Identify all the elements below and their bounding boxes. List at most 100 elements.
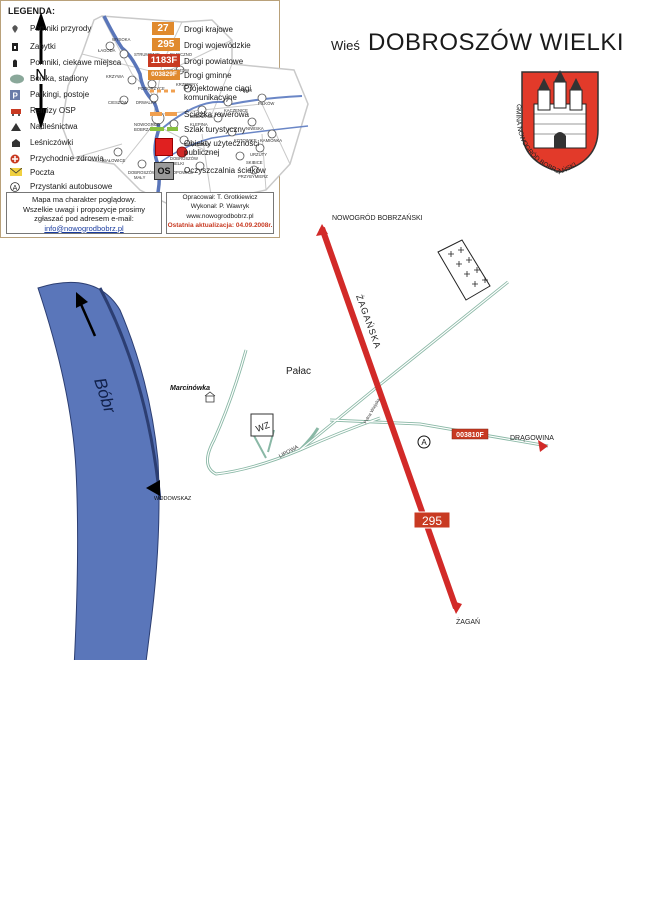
svg-text:DOBROSZÓW: DOBROSZÓW [170,156,198,161]
road-295-badge: 295 [422,514,442,528]
legend-item-fire-stations: Remizy OSP [10,106,76,116]
gauge-label: WODOWSKAZ [154,496,192,502]
coat-of-arms: GMINA NOWOGRÓD BOBRZAŃSKI [514,70,599,176]
legend-item-post: Poczta [9,167,54,178]
svg-text:A: A [13,185,18,192]
memorial-icon [10,58,22,68]
svg-text:KRZYWA: KRZYWA [106,74,124,79]
dest-south: ŻAGAŃ [456,617,480,626]
legend-item-clinics: Przychodnie zdrowia [10,154,104,164]
main-road-295 [319,227,459,609]
svg-text:URZUTY: URZUTY [250,152,267,157]
legend-item-parking: P Parkingi, postoje [10,90,89,101]
svg-text:KLEPINA: KLEPINA [190,122,208,127]
post-office-icon [9,167,23,178]
svg-text:PIŁKÓW: PIŁKÓW [258,101,274,106]
svg-text:SKIBICE: SKIBICE [246,160,263,165]
svg-text:PEŁKI: PEŁKI [240,88,252,93]
credits-box: Opracował: T. Grotkiewicz Wykonał: P. Wa… [166,192,274,234]
fire-station-icon [10,106,22,116]
road-003810F-badge: 003810F [456,432,484,439]
legend-item-memorials: Pomniki, ciekawe miejsca [10,58,121,67]
svg-text:STRUMIENIE: STRUMIENIE [134,52,160,57]
badge-municipal-road: 003829F [148,70,180,80]
legend-bike-path: Ścieżka rowerowa [184,110,249,119]
svg-text:BIAŁOWICE: BIAŁOWICE [102,158,125,163]
public-building-swatch [155,138,173,156]
legend-planned-roads: Projektowane ciągi komunikacyjne [184,84,252,102]
street-zaganska: ŻAGAŃSKA [354,293,383,350]
legend-county-roads: Drogi powiatowe [184,57,244,66]
svg-text:POGORZYCE: POGORZYCE [138,86,165,91]
svg-text:KAMIONKA: KAMIONKA [260,138,282,143]
svg-text:WYSOKA: WYSOKA [112,37,131,42]
bike-path-line [150,112,178,116]
legend-item-forestry: Nadleśnictwa [10,122,78,131]
svg-text:KACZENICE: KACZENICE [224,108,248,113]
legend-title: LEGENDA: [8,6,55,16]
compass-arrow-icon: N [32,12,50,130]
svg-text:NIWISKA: NIWISKA [246,126,264,131]
svg-text:DRWALKA: DRWALKA [136,100,157,105]
river-bobr [37,281,160,660]
svg-text:BOBRZYCE: BOBRZYCE [190,114,213,119]
legend-municipal-roads: Drogi gminne [184,71,232,80]
svg-text:BOBRZAŃSKI: BOBRZAŃSKI [134,127,161,132]
legend-item-stadiums: Boiska, stadiony [10,74,88,84]
forester-lodge-icon [10,138,22,148]
palace-label: Pałac [286,366,311,377]
legend-item-forester-lodges: Leśniczówki [10,138,73,147]
tree-icon [10,24,22,34]
svg-text:PAJĘCZNO: PAJĘCZNO [170,52,193,57]
flow-arrow-icon [78,301,97,337]
forestry-office-icon [10,122,22,132]
legend-item-trees: Pomniki przyrody [10,24,91,33]
dest-east: DRĄGOWINA [510,435,554,442]
east-road-arrow-icon [538,440,548,452]
village-prefix: Wieś [331,38,360,53]
svg-text:WIELKI: WIELKI [170,161,184,166]
planned-roads-line [150,89,178,93]
svg-text:POPOWICE: POPOWICE [170,170,193,175]
email-link[interactable]: info@nowogrodbobrz.pl [44,223,124,233]
cemetery-area [437,239,491,301]
stadium-icon [10,74,24,84]
svg-text:DOBROSZÓW: DOBROSZÓW [128,170,156,175]
legend-national-roads: Drogi krajowe [184,25,233,34]
svg-text:PRZYBYMIERZ: PRZYBYMIERZ [238,174,268,179]
legend-public-buildings: Obiekty użyteczności publicznej [184,139,260,157]
inset-label: ŁAGODA [98,48,116,53]
wz-label: WZ [254,420,271,434]
badge-county-road: 1183F [148,54,180,67]
marcinowka-label: Marcinówka [170,385,210,392]
badge-voivodeship-road: 295 [152,38,180,51]
page-title: DOBROSZÓW WIELKI [368,29,625,56]
legend-sewage-plant: Oczyszczalnia ścieków [184,166,266,175]
water-gauge-marker-icon [146,480,160,496]
current-location-marker [176,146,188,158]
bus-stop-symbol: A [421,438,427,447]
parking-icon: P [10,90,22,101]
svg-text:KRZEWINY: KRZEWINY [176,82,198,87]
bus-stop-icon: A [10,182,22,192]
tourist-trail-line [150,127,178,131]
badge-national-road: 27 [152,22,174,35]
house-icon [204,391,216,403]
svg-text:P: P [13,92,19,101]
badge-sewage-plant: OS [154,162,174,180]
svg-text:DRĄGOWINA: DRĄGOWINA [184,142,210,147]
svg-text:NOWOGRÓD: NOWOGRÓD [134,122,160,127]
legend-tourist-trail: Szlak turystyczny [184,125,246,134]
legend-item-bus-stops: A Przystanki autobusowe [10,182,112,192]
svg-text:CIESZÓW: CIESZÓW [108,100,128,105]
website-link[interactable]: www.nowogrodbobrz.pl [186,213,254,220]
disclaimer-note: Mapa ma charakter poglądowy. Wszelkie uw… [6,192,162,234]
monument-icon [10,42,22,52]
svg-text:KOTOWICE: KOTOWICE [234,138,257,143]
health-clinic-icon [10,154,22,164]
bus-stop-icon [417,435,431,449]
legend-item-monuments: Zabytki [10,42,56,51]
svg-text:MAŁY: MAŁY [134,175,146,180]
legend-voivodeship-roads: Drogi wojewódzkie [184,41,251,50]
village-map: Bóbr WODOWSKAZ ŻAGAŃSKA LIPOWA Polna Wie… [37,213,554,660]
